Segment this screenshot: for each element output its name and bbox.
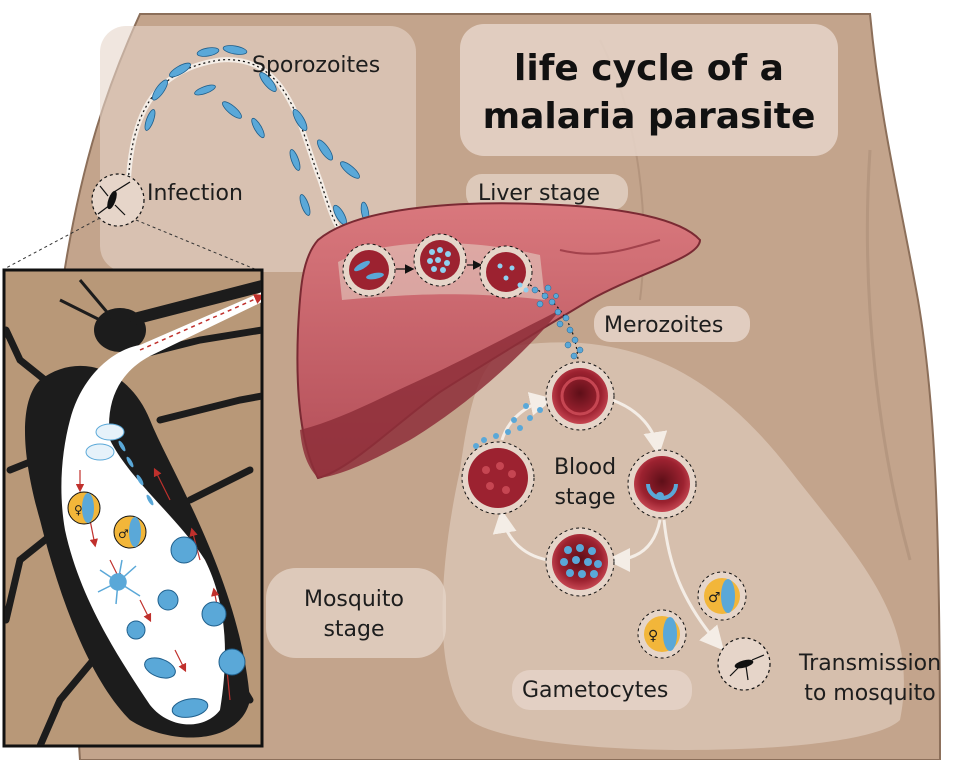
sporozoite-path <box>125 57 354 247</box>
svg-text:♀: ♀ <box>648 628 658 644</box>
label-mosquito-stage-line1: Mosquito <box>304 587 404 612</box>
svg-text:♂: ♂ <box>708 590 721 606</box>
diagram-title-line2: malaria parasite <box>483 96 816 137</box>
label-sporozoites: Sporozoites <box>252 53 380 78</box>
diagram-title-line1: life cycle of a <box>514 48 784 89</box>
label-blood-stage-line2: stage <box>554 485 615 510</box>
blood-cycle-arrows <box>492 392 668 572</box>
label-merozoites: Merozoites <box>604 313 723 338</box>
sporozoite-cells <box>144 45 370 226</box>
gametocyte-female: ♀ <box>637 609 687 659</box>
label-transmission-line1: Transmission <box>798 651 941 676</box>
label-gametocytes: Gametocytes <box>522 678 668 703</box>
label-blood-stage-line1: Blood <box>554 455 616 480</box>
mosquito-small-icon <box>97 181 131 216</box>
mosquito-inset: ♀ ♂ <box>2 268 264 748</box>
svg-text:Liver stage: Liver stage <box>478 181 600 206</box>
inset-oocysts <box>170 536 246 676</box>
blood-stage-panel <box>442 342 904 750</box>
label-infection: Infection <box>147 181 243 206</box>
svg-text:♀: ♀ <box>74 503 83 517</box>
inset-gametocyte-female: ♀ <box>67 491 101 525</box>
gametocyte-male: ♂ <box>697 571 747 621</box>
inset-gametocyte-male: ♂ <box>113 515 147 549</box>
title-panel <box>460 24 838 156</box>
label-transmission-line2: to mosquito <box>804 681 936 706</box>
mosquito-transmission-icon <box>729 654 765 681</box>
liver-cell-3 <box>479 245 533 299</box>
red-blood-cell-schizont <box>545 527 615 597</box>
inset-ookinete <box>144 657 176 679</box>
red-blood-cell-rupture <box>461 403 543 515</box>
liver-cell-1 <box>342 243 396 297</box>
inset-exflagellation <box>97 559 141 605</box>
red-blood-cell-trophozoite <box>627 449 697 519</box>
mosquito-stage-panel <box>266 568 446 658</box>
liver-cell-2 <box>413 233 467 287</box>
merozoite-particles <box>531 284 584 360</box>
infection-site <box>91 173 145 227</box>
svg-text:♂: ♂ <box>118 527 129 541</box>
red-blood-cell-ring <box>545 361 615 431</box>
inset-zygote <box>157 589 179 611</box>
label-mosquito-stage-line2: stage <box>323 617 384 642</box>
